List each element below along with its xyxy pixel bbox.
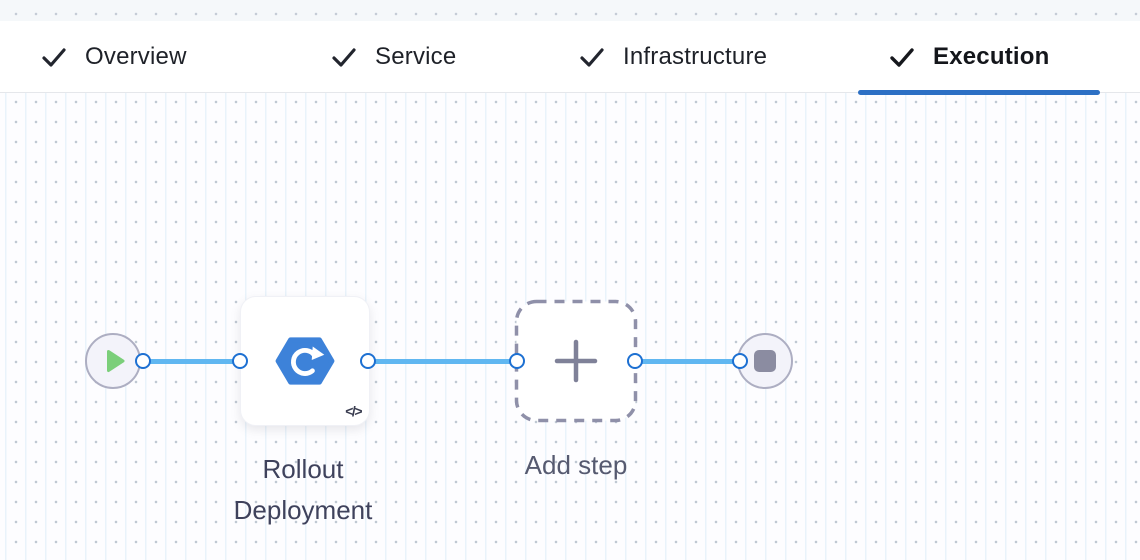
pipeline-canvas[interactable]: </> Rollout Deployment Add step	[0, 93, 1140, 560]
edge-addstep-to-end	[635, 358, 740, 364]
stop-icon	[754, 350, 776, 372]
edge-rollout-to-addstep	[368, 358, 517, 364]
check-icon	[332, 47, 356, 67]
step-label-add-step[interactable]: Add step	[524, 450, 628, 480]
check-icon	[890, 47, 914, 67]
port-rollout-in[interactable]	[232, 353, 248, 369]
step-label-rollout-deployment: Rollout Deployment	[233, 454, 373, 525]
port-addstep-out[interactable]	[627, 353, 643, 369]
tab-infrastructure[interactable]: Infrastructure	[578, 21, 767, 92]
port-end-in[interactable]	[732, 353, 748, 369]
code-icon[interactable]: </>	[345, 403, 362, 419]
port-start-out[interactable]	[135, 353, 151, 369]
stage-tabbar: Overview Service Infrastructure Executio…	[0, 21, 1140, 95]
check-icon	[580, 47, 604, 67]
canvas-top-strip	[0, 0, 1140, 21]
rollout-deployment-icon	[275, 337, 335, 385]
add-step-node[interactable]	[514, 299, 638, 423]
tab-service[interactable]: Service	[330, 21, 456, 92]
edge-start-to-rollout	[143, 358, 240, 364]
pipeline-start-node[interactable]	[85, 333, 141, 389]
play-icon	[106, 350, 124, 372]
check-icon	[42, 47, 66, 67]
tab-overview[interactable]: Overview	[40, 21, 187, 92]
tab-infrastructure-label: Infrastructure	[623, 42, 768, 70]
port-rollout-out[interactable]	[360, 353, 376, 369]
step-node-rollout-deployment[interactable]: </>	[240, 296, 370, 426]
tab-execution-label: Execution	[933, 42, 1050, 70]
active-tab-underline	[858, 90, 1100, 95]
port-addstep-in[interactable]	[509, 353, 525, 369]
tab-overview-label: Overview	[85, 42, 187, 70]
plus-icon	[554, 339, 598, 383]
tab-execution[interactable]: Execution	[888, 21, 1050, 92]
tab-service-label: Service	[375, 42, 457, 70]
